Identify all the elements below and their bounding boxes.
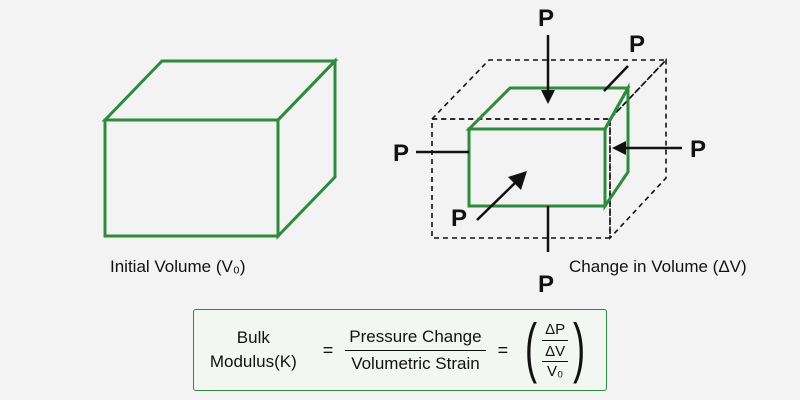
compressed-cube-side [603, 82, 630, 211]
force-label-left: P [393, 140, 409, 167]
force-top-right [603, 65, 629, 92]
initial-cube-top [101, 59, 339, 122]
equals-sign-2: = [497, 339, 509, 360]
force-label-bottom: P [538, 271, 554, 298]
initial-volume-caption: Initial Volume (V₀) [110, 257, 246, 276]
force-line-top-right [603, 65, 629, 92]
initial-cube-front [103, 118, 280, 238]
arrow-left-icon [612, 141, 626, 155]
formula-lhs: Bulk Modulus(K) [210, 326, 297, 374]
bulk-modulus-formula: Bulk Modulus(K) = Pressure Change Volume… [193, 309, 607, 391]
force-label-right: P [690, 136, 706, 163]
original-volume-outline [430, 57, 668, 241]
inner-sub-numerator: ΔV [542, 343, 569, 362]
dashed-top [430, 59, 668, 120]
parenthesized-expression: ( ΔP ΔV V₀ ) [520, 314, 590, 380]
force-label-top: P [538, 5, 554, 32]
arrow-up-right-icon [508, 171, 527, 190]
ratio-fraction: Pressure Change Volumetric Strain [345, 327, 486, 374]
ratio-numerator: Pressure Change [345, 327, 486, 351]
change-in-volume-caption: Change in Volume (ΔV) [569, 257, 747, 276]
compressed-cube [465, 82, 631, 211]
formula-lhs-line1: Bulk [236, 328, 270, 347]
force-top [541, 35, 555, 104]
ratio-denominator: Volumetric Strain [351, 353, 480, 373]
force-right [612, 141, 682, 155]
dashed-front [431, 118, 611, 239]
inner-denominator-fraction: ΔV V₀ [542, 341, 569, 380]
force-label-top-right: P [629, 31, 645, 58]
initial-cube [101, 57, 339, 240]
force-inner [476, 171, 527, 221]
close-paren: ) [573, 310, 586, 384]
dashed-side [609, 57, 667, 241]
initial-cube-side [276, 57, 337, 240]
force-label-inner: P [451, 205, 467, 232]
open-paren: ( [525, 310, 538, 384]
compressed-cube-front [467, 127, 607, 208]
equals-sign-1: = [322, 339, 334, 360]
inner-sub-denominator: V₀ [547, 362, 564, 380]
inner-fraction: ΔP ΔV V₀ [542, 321, 569, 380]
inner-numerator: ΔP [542, 321, 569, 341]
formula-lhs-line2: Modulus(K) [209, 352, 297, 371]
arrow-down-icon [541, 90, 555, 104]
